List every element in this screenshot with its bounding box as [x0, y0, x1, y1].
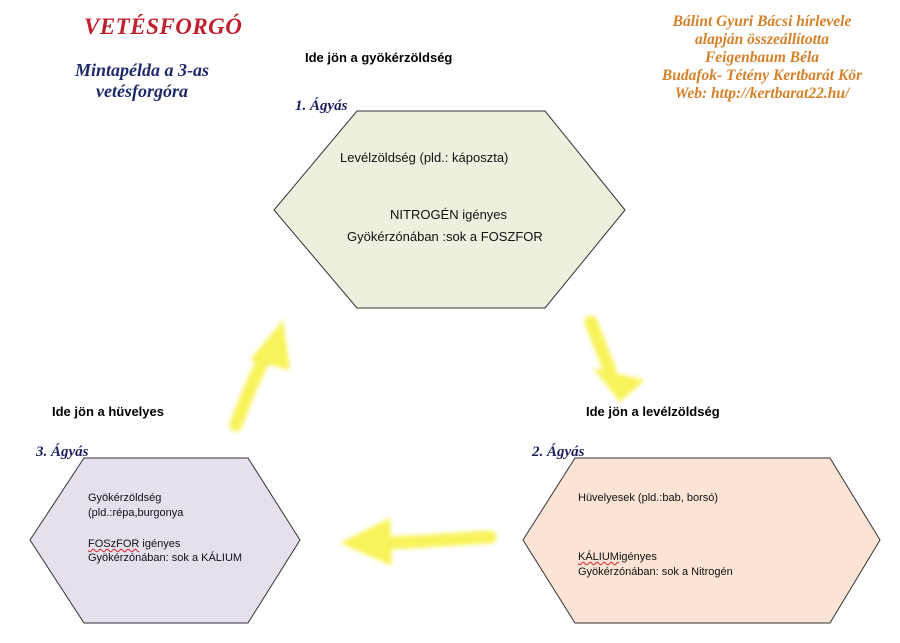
diagram-title: VETÉSFORGÓ [84, 14, 243, 39]
bed-3-label: 3. Ágyás [36, 444, 89, 460]
credit-line: Bálint Gyuri Bácsi hírlevele [672, 13, 852, 30]
bed-3-soil: Gyökérzónában: sok a KÁLIUM [88, 552, 243, 564]
credits-block: Bálint Gyuri Bácsi hírlevele alapján öss… [612, 13, 900, 103]
bed-3-note: Ide jön a hüvelyes [52, 404, 164, 419]
bed-3-crop: Gyökérzöldség [88, 492, 162, 504]
subtitle-line: Mintapélda a 3-as [74, 60, 209, 80]
bed-1-crop: Levélzöldség (pld.: káposzta) [340, 150, 509, 165]
subtitle-line: vetésforgóra [96, 81, 188, 101]
bed-2-nutrient: KÁLIUM [578, 551, 619, 563]
hexagon-bed-3 [29, 457, 301, 624]
bed-3-crop-example: (pld.:répa,burgonya [88, 507, 184, 519]
hexagon-bed-1 [273, 110, 626, 309]
arrow-bed3-to-bed1 [229, 320, 290, 432]
arrow-bed1-to-bed2 [584, 315, 645, 402]
credit-line: Feigenbaum Béla [704, 49, 820, 66]
bed-2-crop: Hüvelyesek (pld.:bab, borsó) [578, 492, 719, 504]
credit-line: alapján összeállította [695, 31, 829, 48]
bed-1-label: 1. Ágyás [295, 98, 348, 114]
bed-2-need: KÁLIUMigényes [578, 550, 657, 564]
bed-2-need-suffix: igényes [618, 551, 657, 563]
bed-2-note: Ide jön a levélzöldség [586, 404, 720, 419]
credit-line: Budafok- Tétény Kertbarát Kör [661, 67, 863, 84]
bed-3-need: FOSzFOR igényes [88, 537, 180, 551]
credit-link[interactable]: Web: http://kertbarat22.hu/ [674, 85, 850, 102]
bed-2-soil: Gyökérzónában: sok a Nitrogén [578, 566, 733, 578]
bed-1-note: Ide jön a gyökérzöldség [305, 50, 453, 65]
bed-1-soil: Gyökérzónában :sok a FOSZFOR [347, 229, 543, 244]
diagram-subtitle: Mintapélda a 3-as vetésforgóra [22, 60, 262, 102]
bed-2-label: 2. Ágyás [532, 444, 585, 460]
bed-3-need-suffix: igényes [139, 538, 181, 550]
bed-3-nutrient: FOSzFOR [88, 538, 140, 550]
bed-1-need: NITROGÉN igényes [390, 207, 508, 222]
arrow-bed2-to-bed3 [340, 518, 497, 566]
hexagon-bed-2 [522, 457, 881, 624]
